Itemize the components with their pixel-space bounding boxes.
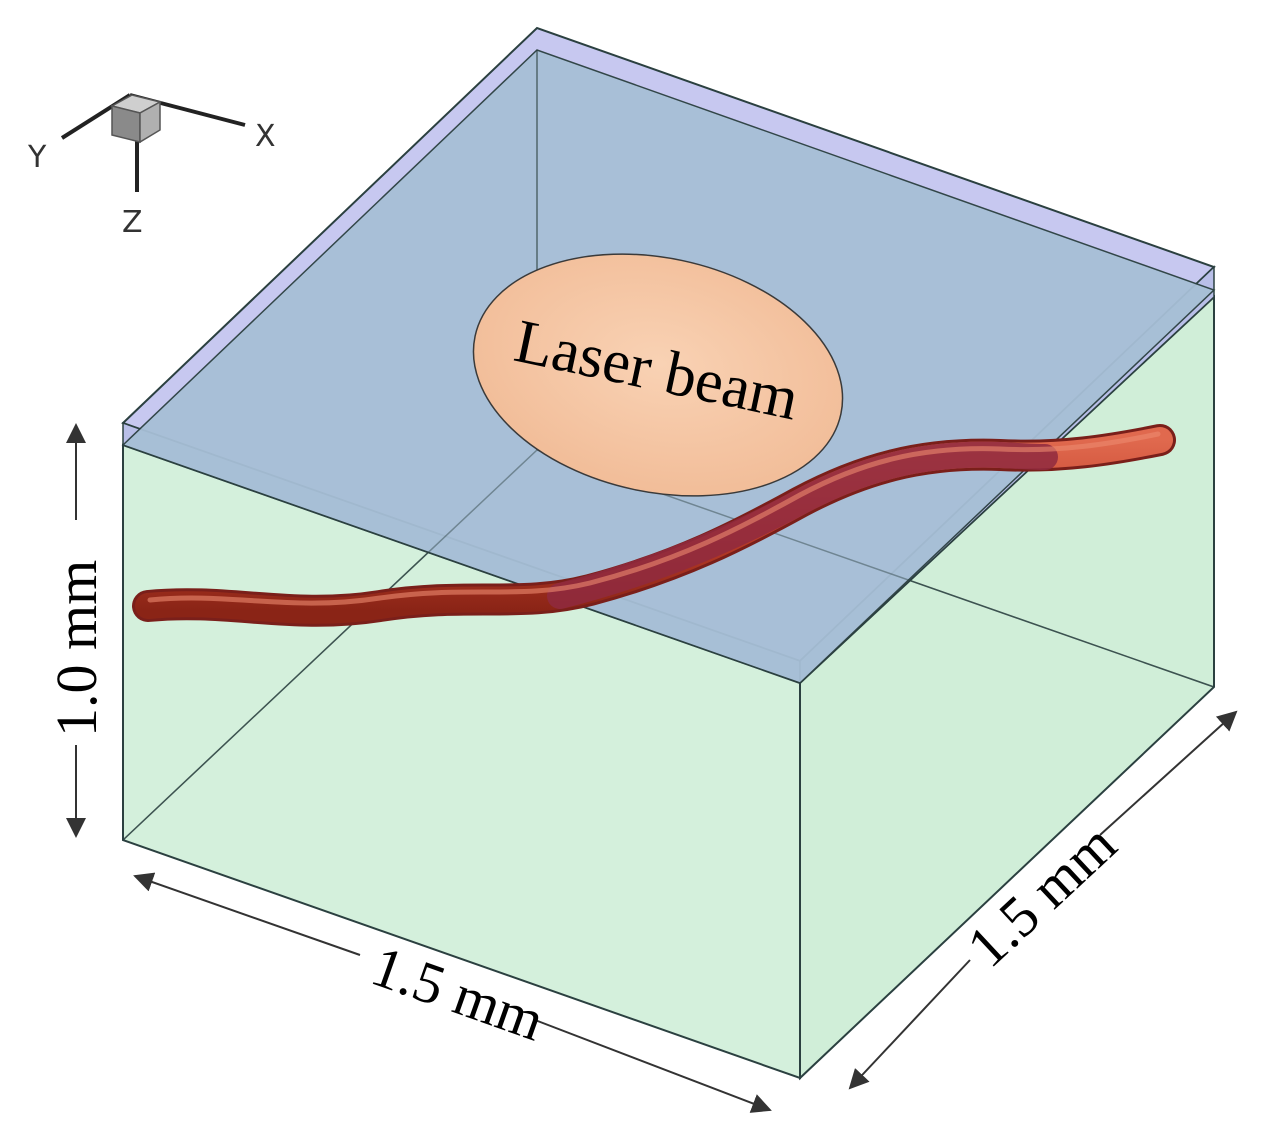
orientation-cube-icon: [109, 94, 163, 144]
width-arrow-up: [1099, 710, 1238, 836]
width-arrow-down: [848, 959, 971, 1090]
orientation-axes: X Y Z: [27, 93, 276, 240]
y-axis-label: Y: [27, 140, 47, 175]
melt-track-tube: [132, 424, 1176, 627]
x-axis-label: X: [255, 119, 276, 154]
height-dimension: 1.0 mm: [44, 423, 109, 838]
length-arrow-left: [133, 872, 361, 956]
z-axis-label: Z: [122, 205, 143, 240]
laser-beam: Laser beam: [472, 253, 844, 497]
tube-under-layer: [547, 441, 1058, 609]
tube-highlight: [147, 431, 1161, 606]
length-arrow-right: [534, 1019, 772, 1113]
laser-beam-spot: [472, 253, 844, 497]
height-label: 1.0 mm: [44, 560, 109, 737]
